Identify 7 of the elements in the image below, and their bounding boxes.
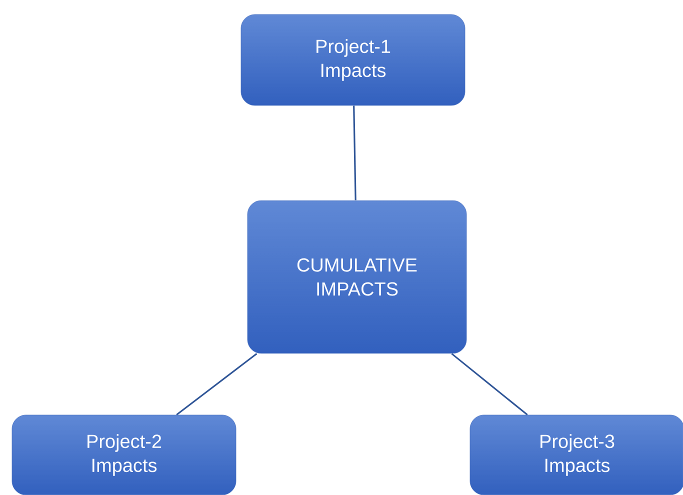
connector-line xyxy=(451,353,528,416)
connector-line xyxy=(353,106,356,200)
impact-box: CUMULATIVE IMPACTS xyxy=(247,200,467,354)
impact-box: Project-1 Impacts xyxy=(240,14,466,106)
impact-box: Project-2 Impacts xyxy=(12,414,236,495)
impact-box: Project-3 Impacts xyxy=(470,414,683,495)
connector-line xyxy=(176,353,258,416)
